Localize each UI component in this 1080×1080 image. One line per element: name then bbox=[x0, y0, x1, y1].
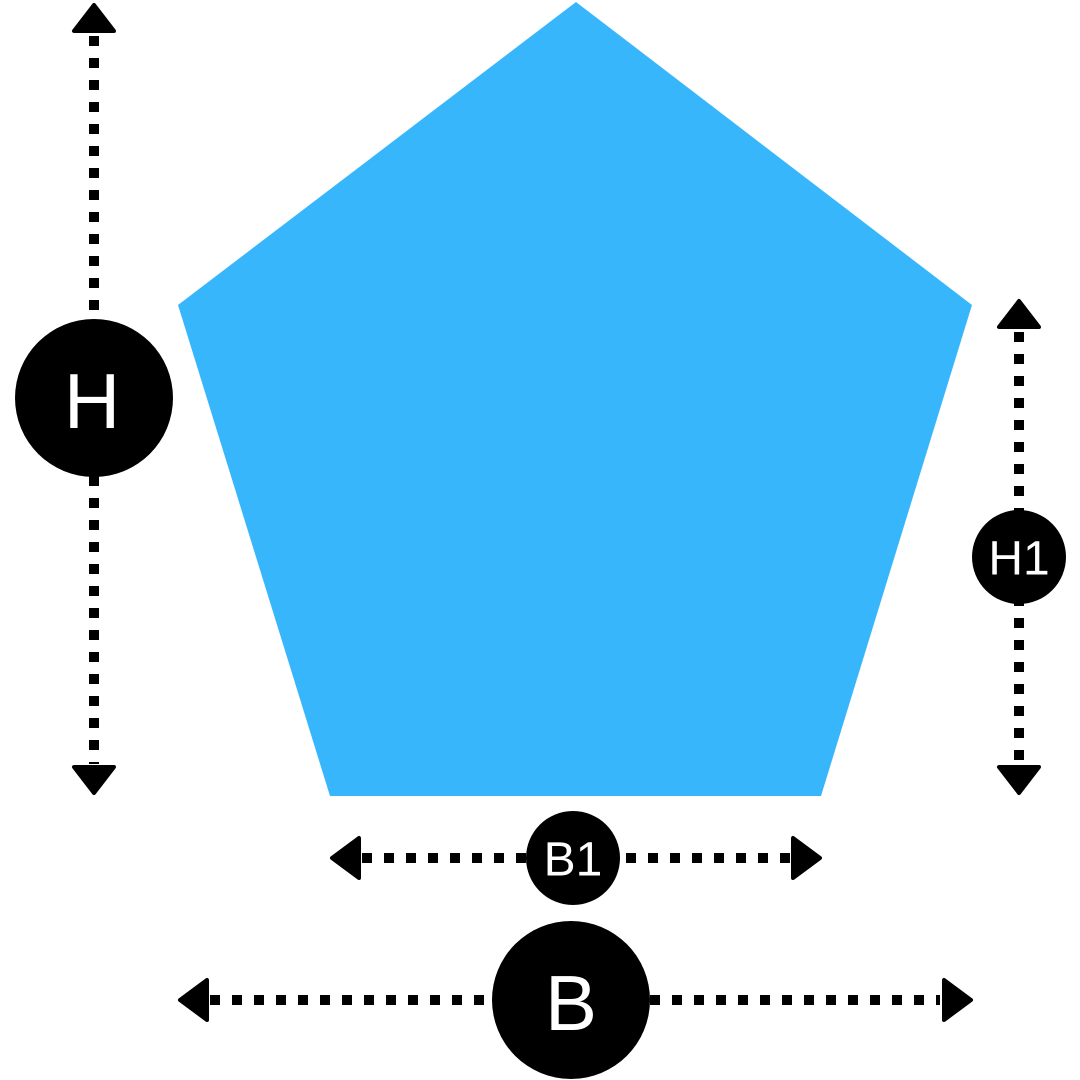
dimension-full-width-label: B bbox=[545, 959, 597, 1047]
pentagon-shape bbox=[178, 2, 972, 796]
dimension-full-width-badge bbox=[492, 921, 650, 1079]
dimension-base-side-badge bbox=[526, 811, 620, 905]
dimension-full-width: B bbox=[178, 921, 973, 1079]
dimension-height: H bbox=[15, 3, 173, 795]
dimension-height-arrow-bottom bbox=[72, 765, 116, 795]
dimension-base-side-arrow-left bbox=[330, 836, 361, 880]
dimension-side-height: H1 bbox=[972, 299, 1066, 795]
dimension-side-height-arrow-top bbox=[997, 299, 1041, 329]
dimension-full-width-arrow-right bbox=[942, 978, 973, 1022]
dimension-height-label: H bbox=[64, 357, 120, 445]
dimension-side-height-badge bbox=[972, 510, 1066, 604]
dimension-base-side: B1 bbox=[330, 811, 822, 905]
dimension-full-width-arrow-left bbox=[178, 978, 209, 1022]
dimension-base-side-label: B1 bbox=[544, 834, 603, 887]
dimension-height-badge bbox=[15, 319, 173, 477]
dimension-side-height-arrow-bottom bbox=[997, 765, 1041, 795]
dimension-height-arrow-top bbox=[72, 3, 116, 33]
dimension-side-height-label: H1 bbox=[988, 533, 1049, 586]
dimension-base-side-arrow-right bbox=[791, 836, 822, 880]
